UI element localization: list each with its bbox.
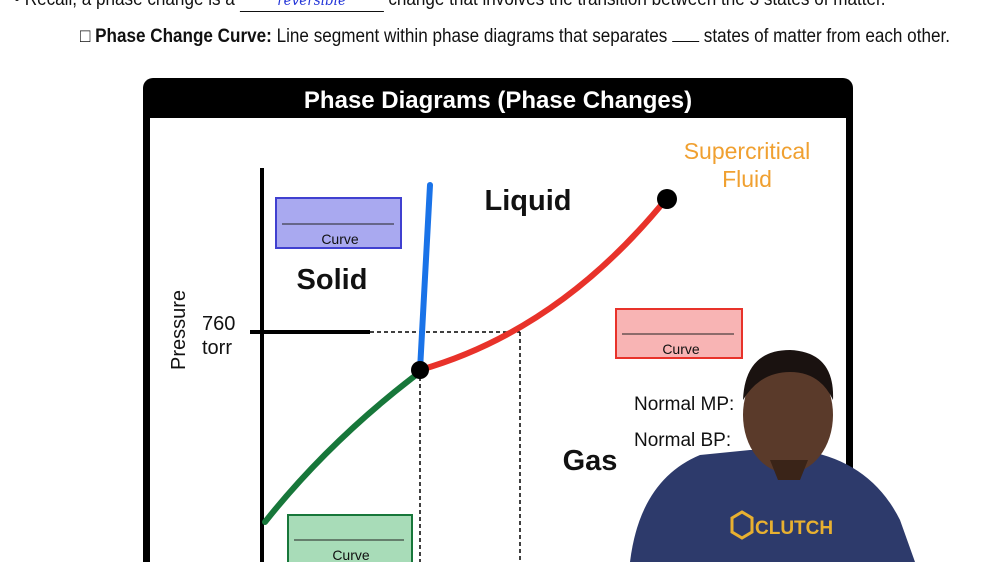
liquid-gas-curve <box>417 195 670 373</box>
note-line-recall: • Recall, a phase change is a reversible… <box>14 0 885 12</box>
hexagon-logo-icon <box>730 510 754 540</box>
diagram-title: Phase Diagrams (Phase Changes) <box>304 87 692 114</box>
note-line-definition: □ Phase Change Curve: Line segment withi… <box>80 26 950 48</box>
region-gas: Gas <box>563 445 618 477</box>
note-text: change that involves the transition betw… <box>388 0 885 10</box>
checkbox-icon: □ <box>80 26 91 47</box>
normal-mp-label: Normal MP: <box>634 394 734 415</box>
handwritten-answer: reversible <box>277 0 346 9</box>
supercritical-label: Supercritical <box>684 138 811 164</box>
solid-liquid-curve <box>417 182 433 373</box>
definition-text: states of matter from each other. <box>703 26 950 47</box>
definition-text: Line segment within phase diagrams that … <box>276 26 668 47</box>
note-text: • Recall, a phase change is a <box>14 0 235 10</box>
curve-box-liquid-gas: Curve <box>615 308 743 359</box>
curve-box-label: Curve <box>321 231 359 247</box>
fluid-label: Fluid <box>722 166 772 192</box>
definition-blank <box>672 41 700 42</box>
term: Phase Change Curve: <box>95 26 272 47</box>
presenter: CLUTCH <box>630 350 915 562</box>
curve-box-solid-liquid: Curve <box>275 197 402 249</box>
curve-box-label: Curve <box>662 341 700 357</box>
tick-value: 760 <box>202 313 235 335</box>
triple-point <box>411 361 429 379</box>
region-solid: Solid <box>297 264 368 296</box>
shirt-logo: CLUTCH <box>755 518 833 539</box>
critical-point <box>657 189 677 209</box>
region-liquid: Liquid <box>485 185 572 217</box>
solid-gas-curve <box>262 369 423 525</box>
normal-bp-label: Normal BP: <box>634 430 731 451</box>
tick-unit: torr <box>202 337 232 359</box>
answer-blank: reversible <box>239 0 384 12</box>
y-axis-label: Pressure <box>168 290 190 370</box>
curve-box-solid-gas: Curve <box>287 514 413 562</box>
curve-box-label: Curve <box>332 547 370 562</box>
